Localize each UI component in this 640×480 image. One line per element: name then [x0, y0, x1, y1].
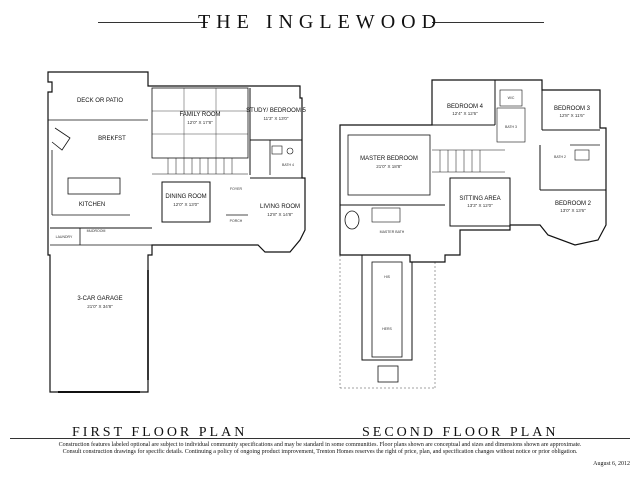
label-porch: PORCH — [230, 219, 243, 223]
disclaimer-line-2: Consult construction drawings for specif… — [62, 449, 578, 455]
label-family: FAMILY ROOM — [179, 112, 220, 118]
label-brkfst: BREKFST — [98, 136, 126, 142]
dim-study: 11'3" X 13'0" — [263, 116, 288, 121]
label-mudroom: MUDROOM — [87, 229, 106, 233]
label-master: MASTER BEDROOM — [360, 156, 418, 162]
revision-date: August 6, 2012 — [593, 461, 630, 467]
title-rule-right — [432, 22, 544, 23]
dim-family: 12'0" X 17'8" — [187, 120, 213, 125]
label-deck: DECK OR PATIO — [77, 98, 123, 104]
dim-master: 21'0" X 18'8" — [376, 164, 402, 169]
label-hers: HERS — [382, 327, 392, 331]
dim-living: 12'8" X 14'8" — [267, 212, 293, 217]
second-floor-labels: BEDROOM 4 12'4" X 12'6" BEDROOM 3 12'8" … — [360, 96, 591, 331]
second-floor-plan — [339, 79, 607, 389]
dim-dining: 12'0" X 13'0" — [173, 202, 199, 207]
label-mbath: MASTER BATH — [380, 230, 405, 234]
label-kitchen: KITCHEN — [79, 202, 105, 208]
label-his: HIS — [384, 275, 391, 279]
label-bed4: BEDROOM 4 — [447, 104, 484, 110]
label-living: LIVING ROOM — [260, 204, 300, 210]
second-floor-caption: SECOND FLOOR PLAN — [362, 425, 559, 440]
page-title: THE INGLEWOOD — [197, 11, 443, 33]
label-study: STUDY/ BEDROOM 5 — [246, 108, 306, 114]
dim-bed2: 13'0" X 13'6" — [560, 208, 586, 213]
label-bath2: BATH 2 — [554, 155, 566, 159]
title-rule-left — [98, 22, 208, 23]
first-floor-labels: DECK OR PATIO BREKFST FAMILY ROOM 12'0" … — [56, 98, 307, 309]
label-sitting: SITTING AREA — [459, 196, 500, 202]
footer-rule — [10, 438, 630, 439]
label-bed3: BEDROOM 3 — [554, 106, 591, 112]
label-bed2: BEDROOM 2 — [555, 201, 592, 207]
label-garage: 3-CAR GARAGE — [77, 296, 122, 302]
first-floor-plan — [47, 71, 306, 393]
label-bath4: BATH 4 — [282, 163, 294, 167]
dim-bed4: 12'4" X 12'6" — [452, 111, 478, 116]
first-floor-caption: FIRST FLOOR PLAN — [72, 425, 248, 440]
label-dining: DINING ROOM — [165, 194, 206, 200]
dim-sitting: 13'3" X 12'0" — [467, 203, 493, 208]
label-foyer: FOYER — [230, 187, 243, 191]
label-laundry: LAUNDRY — [56, 235, 73, 239]
dim-garage: 21'0" X 34'8" — [87, 304, 113, 309]
disclaimer: Construction features labeled optional a… — [10, 442, 630, 456]
disclaimer-line-1: Construction features labeled optional a… — [58, 442, 582, 448]
label-bath3: BATH 3 — [505, 125, 517, 129]
label-wic: W/C — [508, 96, 515, 100]
dim-bed3: 12'8" X 11'6" — [559, 113, 584, 118]
